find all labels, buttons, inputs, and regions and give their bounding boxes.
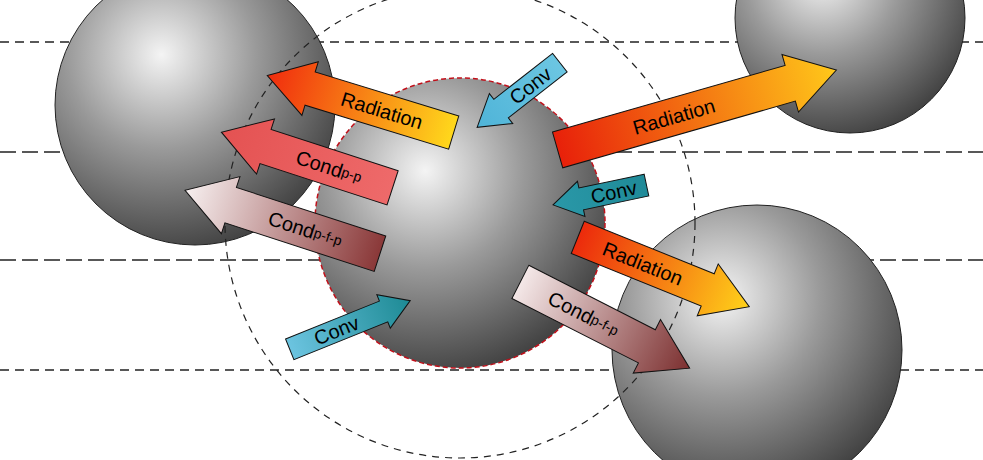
heat-transfer-label: Radiation: [630, 94, 718, 139]
neighbour-radius: [225, 0, 695, 458]
heat-transfer-label: Cond: [293, 146, 346, 183]
particle-sphere: [735, 0, 965, 133]
arrow-outline: [283, 284, 417, 366]
radiation-arrow: Radiation: [549, 41, 844, 179]
arrow-label: Conv: [578, 167, 651, 216]
arrow-label: Radiation: [301, 62, 461, 159]
arrow-label: Radiation: [549, 54, 798, 178]
heat-transfer-label: Conv: [504, 62, 555, 109]
arrow-outline: [507, 255, 704, 395]
arrow-outline: [175, 162, 389, 282]
arrow-outline: [549, 41, 844, 179]
convection-arrow: Conv: [465, 48, 571, 143]
label-subscript: p-f-p: [589, 312, 621, 338]
heat-transfer-label: Radiation: [599, 237, 686, 290]
arrow-label: Conv: [283, 295, 390, 366]
arrow-outline: [550, 167, 651, 222]
heat-transfer-label: Radiation: [338, 87, 426, 134]
heat-transfer-label: Conv: [311, 311, 363, 350]
heat-transfer-label: Conv: [589, 176, 639, 208]
label-subscript: p-p: [340, 165, 364, 185]
convection-arrow: Conv: [550, 167, 651, 222]
heat-transfer-label: Cond: [265, 207, 318, 244]
arrow-outline: [465, 48, 571, 143]
convection-arrow: Conv: [283, 284, 417, 366]
label-subscript: p-f-p: [312, 226, 344, 248]
